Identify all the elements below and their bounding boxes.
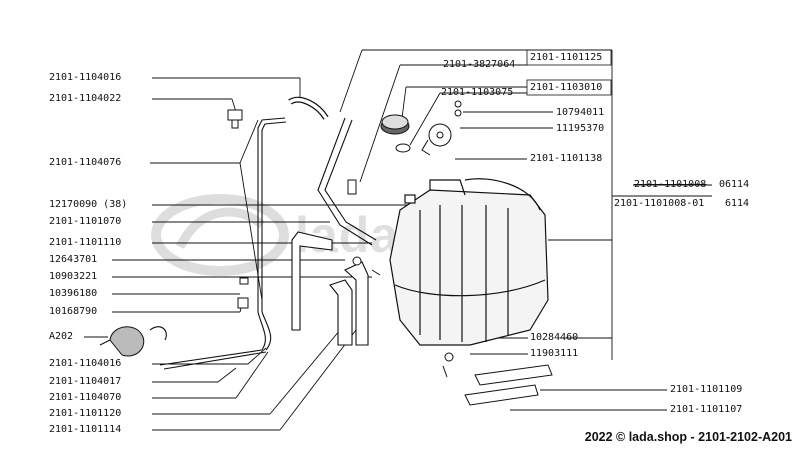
part-label: 10284460	[530, 332, 579, 343]
part-label: 10396180	[49, 288, 98, 299]
part-label: 2101-1101125	[530, 52, 603, 63]
part-label-obsolete: 2101-1101008	[634, 179, 707, 190]
part-label-qty: 06114	[719, 179, 750, 190]
part-label: 2101-1101138	[530, 153, 603, 164]
part-label: 2101-1101107	[670, 404, 743, 415]
part-label: 10168790	[49, 306, 98, 317]
part-label: 2101-1103010	[530, 82, 603, 93]
part-label-qty: 6114	[725, 198, 750, 209]
part-label: 10903221	[49, 271, 98, 282]
part-label: 11903111	[530, 348, 579, 359]
part-label: 2101-1101114	[49, 424, 122, 435]
part-label: 2101-1104076	[49, 157, 122, 168]
part-label: 2101-1104016	[49, 358, 122, 369]
part-label: 2101-3827064	[443, 59, 516, 70]
part-label: 2101-1104017	[49, 376, 122, 387]
part-label: 12170090 (38)	[49, 199, 128, 210]
part-label: 2101-1103075	[441, 87, 514, 98]
part-label: A202	[49, 331, 74, 342]
part-label: 2101-1101070	[49, 216, 122, 227]
copyright-footer: 2022 © lada.shop - 2101-2102-A201	[584, 430, 792, 444]
part-label: 11195370	[556, 123, 605, 134]
part-label: 2101-1101110	[49, 237, 122, 248]
part-label: 2101-1104016	[49, 72, 122, 83]
part-label: 2101-1101109	[670, 384, 743, 395]
part-label: 12643701	[49, 254, 98, 265]
part-label: 2101-1101008-01	[614, 198, 705, 209]
part-label: 2101-1104070	[49, 392, 122, 403]
part-label: 2101-1104022	[49, 93, 122, 104]
part-label: 2101-1101120	[49, 408, 122, 419]
watermark-logo	[151, 194, 289, 276]
part-label: 10794011	[556, 107, 605, 118]
